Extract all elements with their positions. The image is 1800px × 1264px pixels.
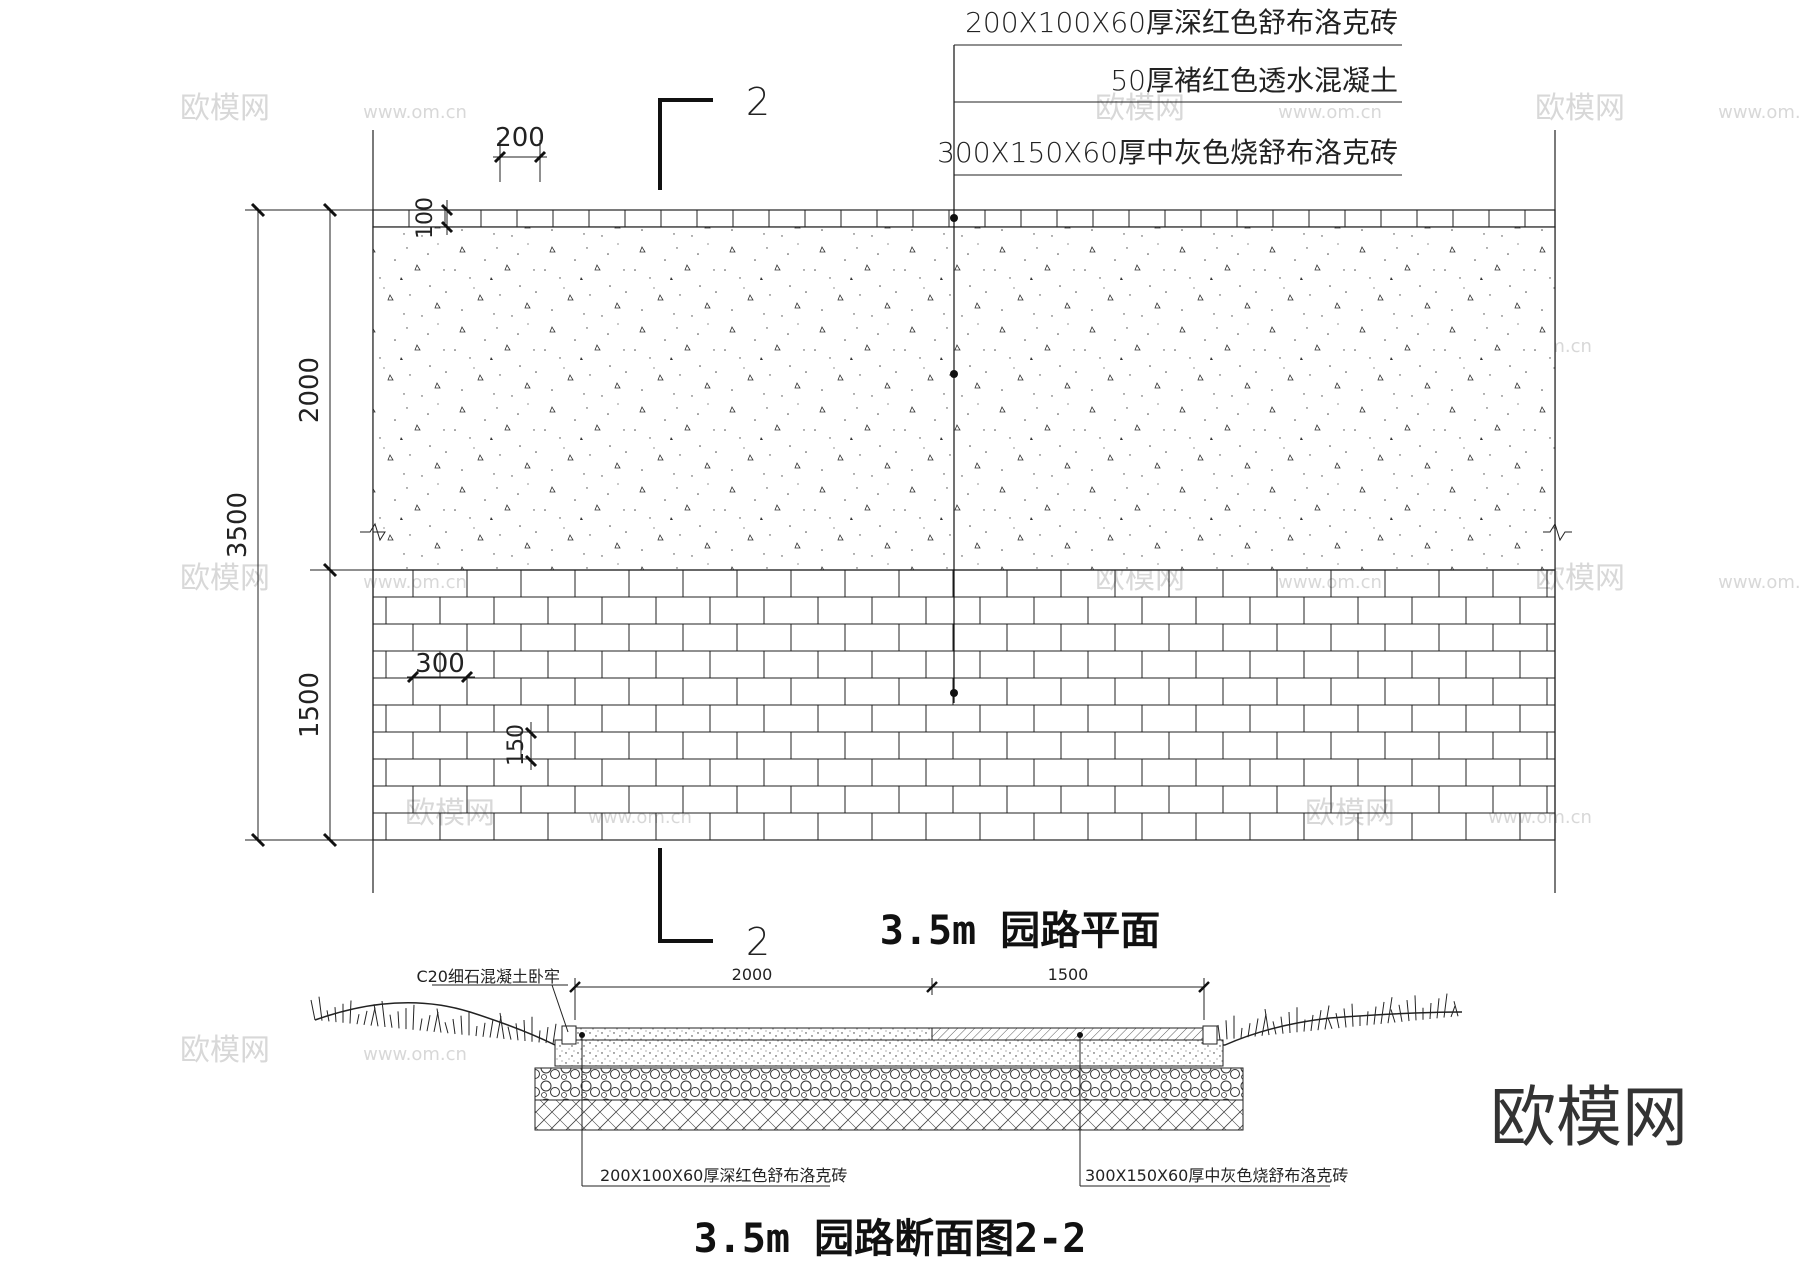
ground-left (314, 1002, 572, 1046)
watermark-brand: 欧模网 (1095, 91, 1185, 126)
watermark-brand: 欧模网 (180, 1033, 270, 1068)
section-mark-top (658, 98, 713, 190)
callout-paver: 300X150X60厚中灰色烧舒布洛克砖 (937, 136, 1398, 169)
callout-top-brick: 200X100X60厚深红色舒布洛克砖 (965, 6, 1398, 39)
section-mark-bottom (658, 848, 713, 943)
dim-band-2000: 2000 (295, 357, 325, 423)
section-view: 2000 1500 C20细石混凝土卧牢 200X100X60厚深红色舒布洛克砖… (310, 965, 1463, 1262)
section-title: 3.5m 园路断面图2-2 (694, 1216, 1087, 1262)
grass-left (310, 996, 557, 1044)
watermark-url: www.om.cn (363, 102, 467, 123)
bottom-paver-field (372, 569, 1556, 841)
watermark-brand: 欧模网 (180, 561, 270, 596)
watermark-url: www.om.cn (363, 1044, 467, 1065)
concrete-base (554, 1039, 1224, 1067)
watermark-url: www.om.cn (1718, 572, 1800, 593)
dim-paver-height-150: 150 (504, 724, 529, 766)
watermark-url: www.om.cn (1278, 102, 1382, 123)
watermark-url: www.om.cn (1488, 807, 1592, 828)
callout-concrete: 50厚褚红色透水混凝土 (1110, 64, 1398, 97)
top-brick-row (372, 209, 1556, 228)
brand-watermark: 欧模网 (1490, 1079, 1688, 1156)
grass-right (1217, 993, 1459, 1041)
compacted-soil (534, 1099, 1244, 1131)
surface-paver-right (931, 1027, 1205, 1041)
section-note-brick: 200X100X60厚深红色舒布洛克砖 (600, 1166, 847, 1185)
section-dim-2000: 2000 (732, 965, 773, 984)
dim-band-1500: 1500 (295, 672, 325, 738)
section-mark-top-number: 2 (746, 80, 770, 124)
dim-paver-width-300: 300 (415, 649, 465, 679)
curb-right (1202, 1025, 1218, 1045)
gravel-base (534, 1067, 1244, 1101)
section-mark-bottom-number: 2 (746, 920, 770, 964)
curb-left (561, 1025, 577, 1045)
break-mark-left (360, 522, 386, 542)
watermark-url: www.om.cn (588, 807, 692, 828)
watermark-url: www.om.cn (363, 572, 467, 593)
section-note-paver: 300X150X60厚中灰色烧舒布洛克砖 (1085, 1166, 1348, 1185)
dim-brick-width-200: 200 (495, 123, 545, 153)
permeable-concrete-band (372, 226, 1556, 571)
dim-brick-height-100: 100 (413, 197, 438, 239)
watermark-url: www.om.cn (1718, 102, 1800, 123)
section-note-curb: C20细石混凝土卧牢 (416, 967, 560, 986)
break-mark-right (1543, 522, 1572, 542)
plan-view: 3500 2000 1500 200 100 300 (223, 6, 1572, 964)
watermark-brand: 欧模网 (1535, 91, 1625, 126)
surface-brick-left (574, 1027, 933, 1041)
plan-title: 3.5m 园路平面 (880, 908, 1160, 954)
section-dim-1500: 1500 (1048, 965, 1089, 984)
watermark-brand: 欧模网 (180, 91, 270, 126)
watermark-url: www.om.cn (1278, 572, 1382, 593)
dim-total-3500: 3500 (223, 492, 253, 558)
